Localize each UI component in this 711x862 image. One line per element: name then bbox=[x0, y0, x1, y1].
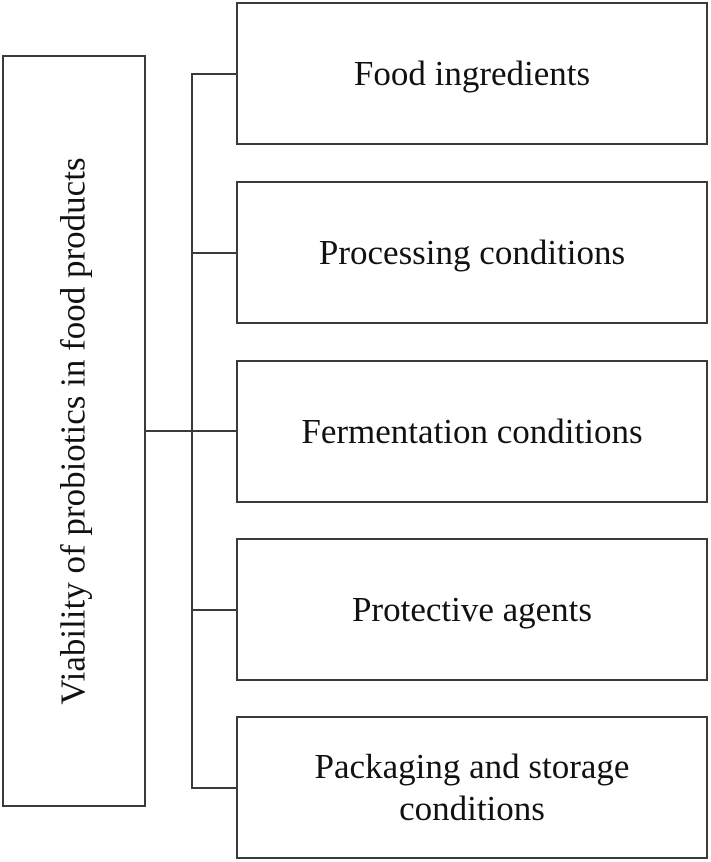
branch-connector-2 bbox=[191, 252, 237, 254]
factor-label: Protective agents bbox=[351, 589, 593, 629]
root-node-label: Viability of probiotics in food products bbox=[54, 157, 94, 705]
factor-box-protective-agents: Protective agents bbox=[236, 538, 708, 681]
branch-connector-4 bbox=[191, 609, 237, 611]
factor-label: Processing conditions bbox=[318, 232, 626, 272]
factor-box-food-ingredients: Food ingredients bbox=[236, 2, 708, 145]
root-connector bbox=[146, 430, 192, 432]
branch-connector-5 bbox=[191, 787, 237, 789]
branch-connector-1 bbox=[191, 73, 237, 75]
factor-label: Fermentation conditions bbox=[301, 411, 643, 451]
factor-label: Packaging and storage conditions bbox=[314, 746, 630, 828]
factor-box-processing-conditions: Processing conditions bbox=[236, 181, 708, 324]
factor-label: Food ingredients bbox=[353, 53, 591, 93]
factor-box-fermentation-conditions: Fermentation conditions bbox=[236, 360, 708, 503]
branch-connector-3 bbox=[191, 430, 237, 432]
factor-box-packaging-storage: Packaging and storage conditions bbox=[236, 716, 708, 859]
root-node: Viability of probiotics in food products bbox=[2, 55, 146, 807]
